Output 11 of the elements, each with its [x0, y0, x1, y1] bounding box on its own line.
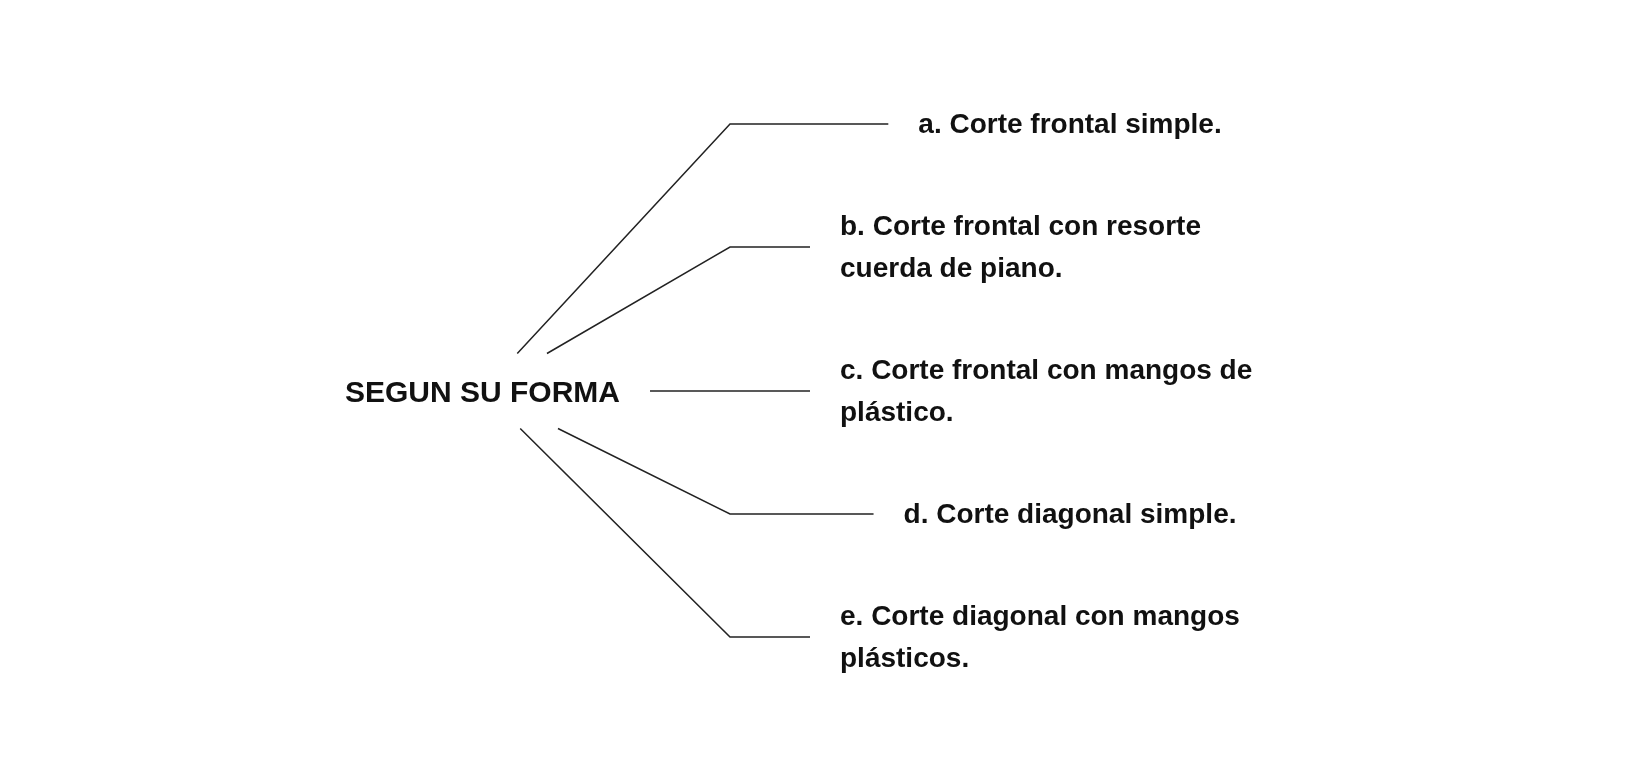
node-text: SEGUN SU FORMA	[345, 374, 621, 407]
connector	[546, 245, 812, 354]
node-text: c. Corte frontal con mangos de plástico.	[840, 353, 1253, 427]
connector	[557, 427, 875, 515]
connector	[517, 122, 890, 354]
node-text: d. Corte diagonal simple.	[904, 497, 1237, 529]
node-text: e. Corte diagonal con mangos plásticos.	[840, 599, 1241, 673]
node-text: a. Corte frontal simple.	[918, 107, 1223, 139]
connector	[519, 427, 812, 638]
connector	[649, 389, 812, 392]
node-text: b. Corte frontal con resorte cuerda de piano.	[840, 209, 1202, 283]
